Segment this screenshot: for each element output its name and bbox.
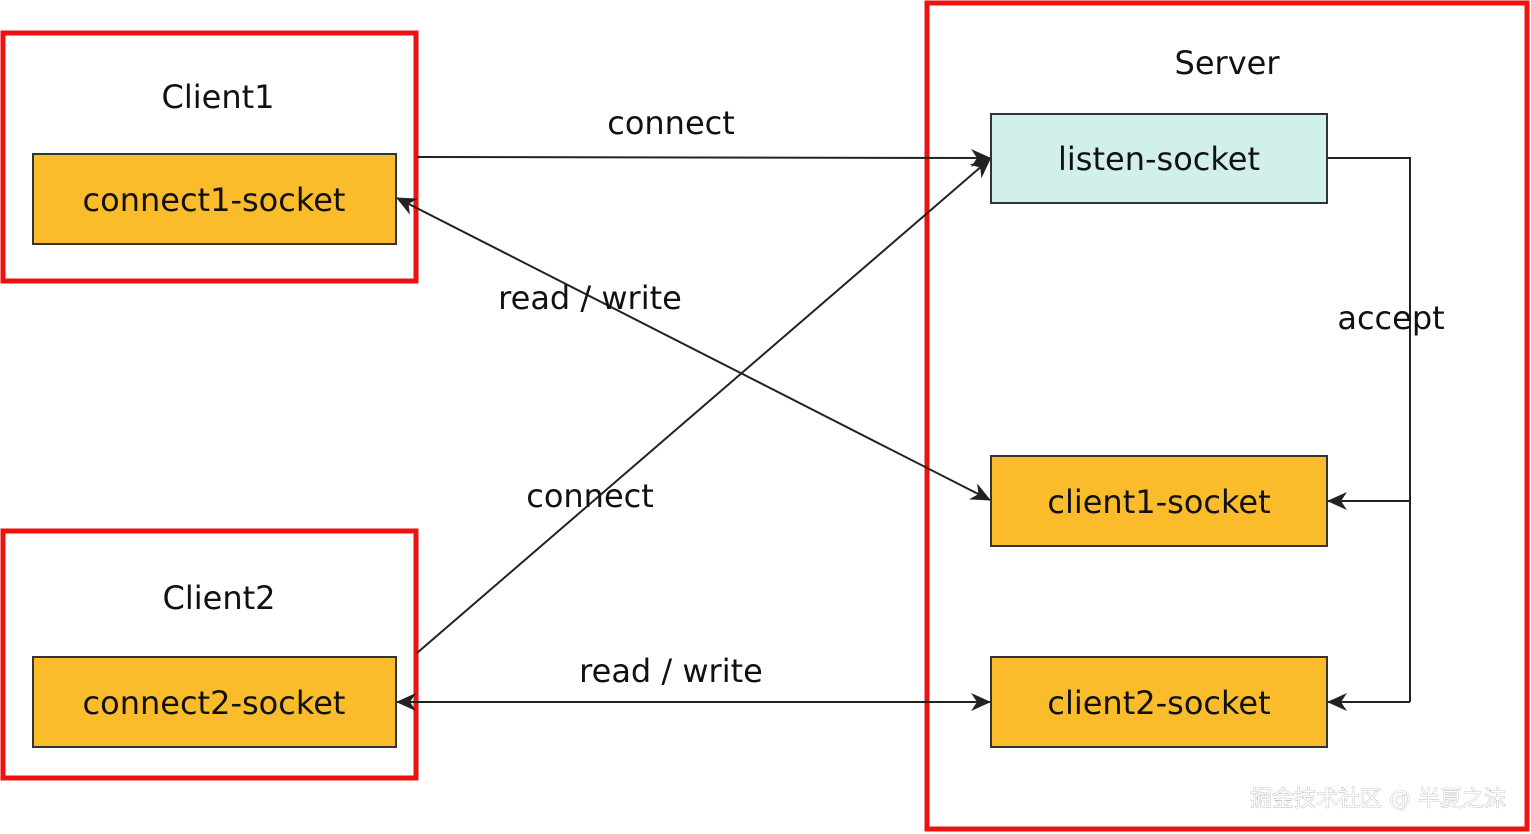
client2-connect-arrow xyxy=(416,158,991,654)
client1-connect-label: connect xyxy=(607,104,735,142)
watermark: 掘金技术社区 @ 半夏之沫 xyxy=(1250,787,1506,812)
connect1-socket-node: connect1-socket xyxy=(32,153,397,245)
client1-read-write-label: read / write xyxy=(498,279,682,317)
client2-socket-label: client2-socket xyxy=(1047,684,1270,722)
client1-connect-arrow xyxy=(416,148,991,167)
listen-socket-label: listen-socket xyxy=(1058,140,1260,178)
client2-title: Client2 xyxy=(163,579,276,617)
client1-read-write-arrow xyxy=(396,197,991,501)
connect2-socket-label: connect2-socket xyxy=(83,684,346,722)
client2-read-write-label: read / write xyxy=(579,652,763,690)
client1-socket-label: client1-socket xyxy=(1047,483,1270,521)
connect2-socket-node: connect2-socket xyxy=(32,656,397,748)
client1-title: Client1 xyxy=(162,78,275,116)
accept-label: accept xyxy=(1337,299,1444,337)
listen-socket-node: listen-socket xyxy=(990,113,1328,204)
accept-connector xyxy=(1328,157,1411,702)
server-title: Server xyxy=(1175,44,1281,82)
client2-connect-label: connect xyxy=(526,477,654,515)
client2-socket-node: client2-socket xyxy=(990,656,1328,748)
edges xyxy=(396,148,1411,711)
connect1-socket-label: connect1-socket xyxy=(83,181,346,219)
client1-socket-node: client1-socket xyxy=(990,455,1328,547)
